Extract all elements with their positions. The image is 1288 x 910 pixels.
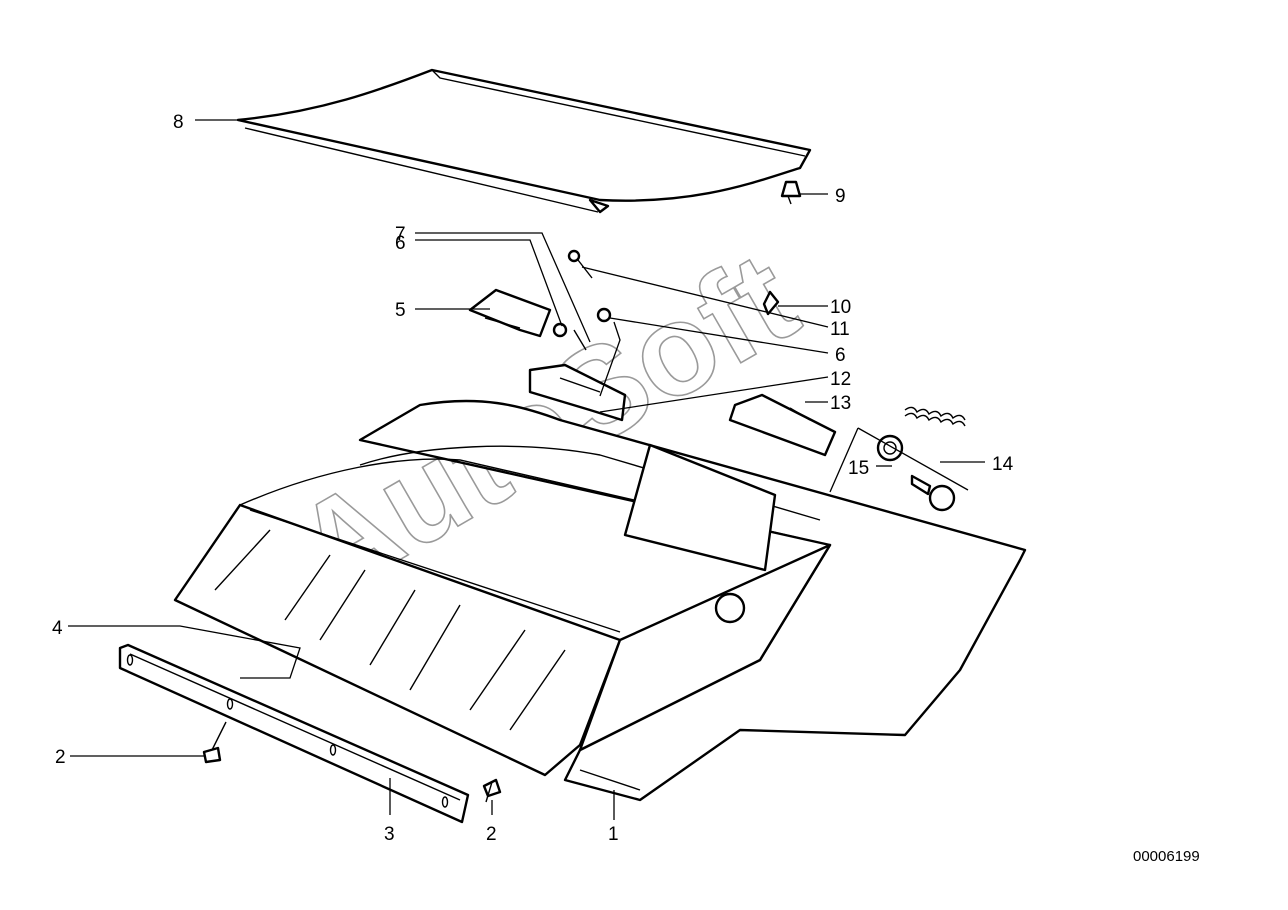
callout-2-right: 2: [486, 824, 497, 845]
callout-11: 11: [830, 319, 850, 340]
part-13-striker: [728, 393, 837, 457]
part-3-trim-strip: [118, 643, 470, 824]
part-1-glove-box: [173, 399, 1027, 802]
part-screws-washers: [552, 249, 612, 351]
callout-12: 12: [830, 369, 851, 390]
leader-lines: [68, 119, 985, 820]
callout-1: 1: [608, 824, 619, 845]
part-8-cover-flap: [236, 68, 812, 214]
callout-4: 4: [52, 618, 63, 639]
callout-6-lower: 6: [835, 345, 846, 366]
part-5-hinge-bracket: [468, 288, 552, 338]
part-15-lock-and-key: [876, 434, 956, 512]
callout-7: 7: [395, 224, 406, 245]
callout-8: 8: [173, 112, 184, 133]
callout-6-upper: 6: [395, 233, 406, 254]
callout-15: 15: [848, 458, 869, 479]
callout-labels: 8 9 7 6 5 10 11 6 12 13 14 15 4 2 3 2 1: [52, 112, 1014, 845]
callout-3: 3: [384, 824, 395, 845]
reference-code: 00006199: [1133, 848, 1200, 865]
part-9-clip: [780, 180, 802, 205]
callout-9: 9: [835, 186, 846, 207]
part-12-latch-bracket: [528, 363, 627, 422]
callout-10: 10: [830, 297, 851, 318]
callout-13: 13: [830, 393, 851, 414]
part-2-screws: [202, 721, 502, 803]
callout-2-left: 2: [55, 747, 66, 768]
callout-14: 14: [992, 454, 1014, 475]
part-14-spring: [904, 406, 966, 427]
part-10-small-clip: [762, 290, 780, 316]
callout-5: 5: [395, 300, 406, 321]
